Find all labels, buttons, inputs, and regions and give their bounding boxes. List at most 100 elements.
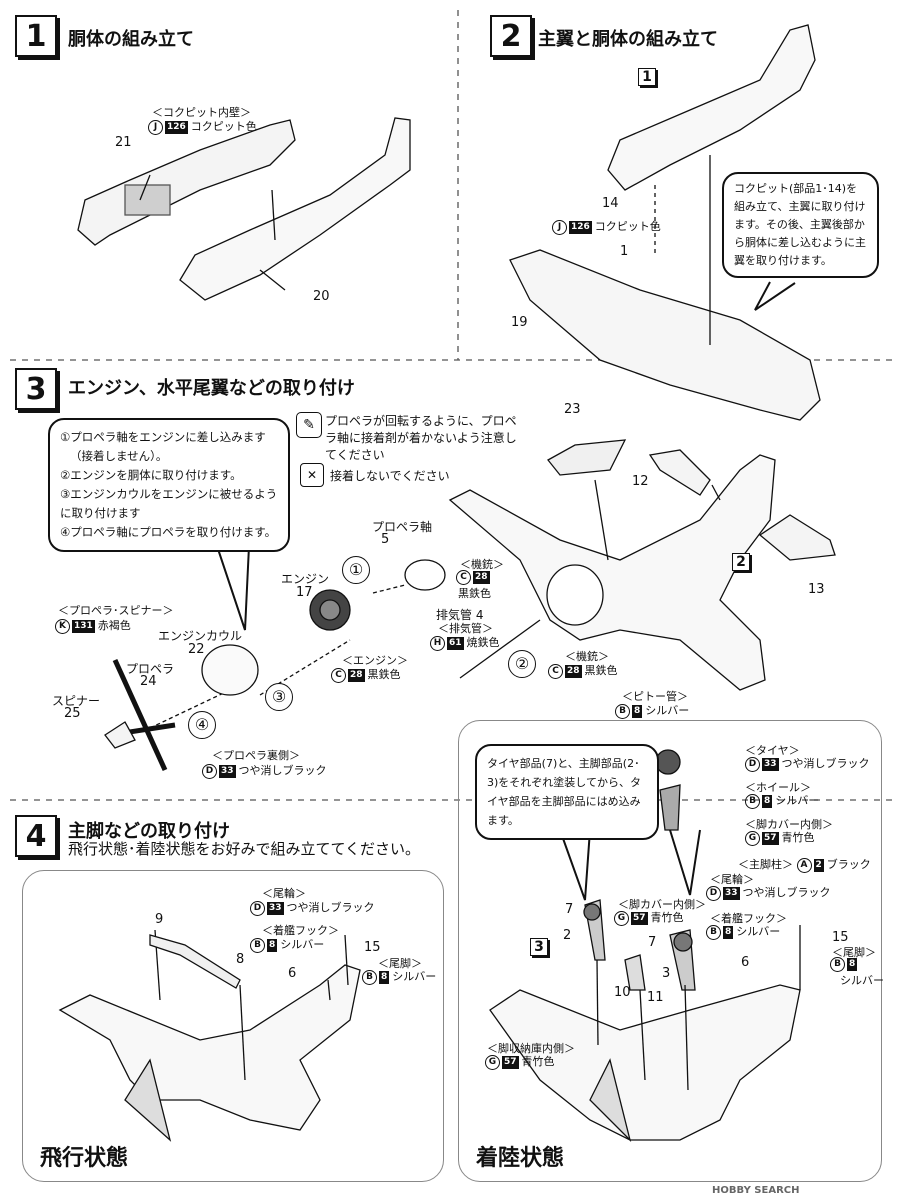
landing-caption: 着陸状態	[476, 1146, 565, 1171]
propeller-label: プロペラ	[126, 662, 175, 676]
engine-color-label: ＜エンジン＞	[342, 654, 408, 667]
engine-label: エンジン	[281, 572, 330, 586]
landing-part-7b: 7	[648, 935, 657, 950]
color-letter: C	[456, 570, 471, 585]
color-letter: J	[148, 119, 163, 135]
step3-number: 3	[15, 368, 57, 410]
color-code: 33	[762, 757, 779, 771]
color-code: 33	[723, 886, 740, 900]
landing-part-2: 2	[563, 928, 572, 943]
color-letter: J	[552, 219, 567, 235]
substep-4-marker: ④	[188, 711, 216, 739]
instruction-3: ③エンジンカウルをエンジンに被せるように取り付けます	[60, 487, 278, 520]
color-name: つや消しブラック	[286, 901, 375, 914]
color-name: シルバー	[280, 938, 325, 951]
part-24-label: 24	[140, 674, 157, 689]
color-letter: C	[331, 667, 346, 683]
flying-panel	[22, 870, 444, 1182]
color-letter: B	[830, 957, 845, 972]
landing-part-10: 10	[614, 985, 631, 1000]
step4-subtitle: 飛行状態･着陸状態をお好みで組み立ててください。	[68, 840, 421, 858]
wheel-label: ＜ホイール＞	[745, 781, 811, 794]
no-glue-icon: ✕	[300, 463, 324, 487]
color-letter: B	[745, 793, 760, 809]
substep-2-marker: ②	[508, 650, 536, 678]
step3-no-glue: 接着しないでください	[330, 469, 450, 483]
color-name: つや消しブラック	[238, 764, 327, 777]
gun-color-label: ＜機銃＞	[460, 558, 504, 571]
color-letter: B	[706, 924, 721, 940]
color-code: 8	[723, 925, 734, 939]
step3-glue-note: プロペラが回転するように、プロペラ軸に接着剤が着かないよう注意してください	[325, 414, 517, 462]
color-letter: K	[55, 618, 70, 634]
step3-ref-box: 2	[732, 553, 750, 571]
color-letter: B	[250, 937, 265, 953]
part-12-label: 12	[632, 474, 649, 489]
color-code: 126	[165, 120, 188, 134]
color-letter: D	[745, 756, 760, 772]
color-letter: H	[430, 635, 445, 651]
color-name: 青竹色	[781, 831, 815, 844]
color-name: 焼鉄色	[466, 636, 500, 649]
landing-part-6: 6	[741, 955, 750, 970]
color-letter: D	[202, 763, 217, 779]
cowl-label: エンジンカウル	[158, 629, 243, 643]
substep-3-marker: ③	[265, 683, 293, 711]
part-14-label: 14	[602, 196, 619, 211]
color-name: 赤褐色	[97, 619, 131, 632]
flying-part-15: 15	[364, 940, 381, 955]
landing-panel	[458, 720, 882, 1182]
part-20-label: 20	[313, 289, 330, 304]
instruction-1: ①プロペラ軸をエンジンに差し込みます	[60, 430, 266, 444]
step1-cockpit-wall-label: ＜コクピット内壁＞	[152, 106, 251, 119]
landing-part-7a: 7	[565, 902, 574, 917]
landing-part-3: 3	[662, 966, 671, 981]
color-name: 青竹色	[650, 911, 684, 924]
color-name: 青竹色	[521, 1055, 555, 1068]
gun2-color-label: ＜機銃＞	[565, 650, 609, 663]
color-code: 28	[348, 668, 365, 682]
color-code: 57	[762, 831, 779, 845]
exhaust-color-label: ＜排気管＞	[438, 622, 493, 635]
color-code: 8	[762, 794, 773, 808]
color-code: 33	[267, 901, 284, 915]
color-letter: B	[362, 969, 377, 985]
step3-title: エンジン、水平尾翼などの取り付け	[68, 378, 355, 399]
strut-label: ＜主脚柱＞	[738, 858, 793, 871]
landing-part-11: 11	[647, 990, 664, 1005]
color-name: つや消しブラック	[742, 886, 831, 899]
color-name: つや消しブラック	[781, 757, 870, 770]
exhaust-label: 排気管 4	[436, 606, 483, 623]
color-code: 8	[379, 970, 390, 984]
part-19-label: 19	[511, 315, 528, 330]
color-code: 131	[72, 619, 95, 633]
landing-tail-leg-color-name: シルバー	[840, 974, 884, 987]
color-code: 28	[565, 664, 582, 678]
flying-part-9: 9	[155, 912, 164, 927]
landing-tail-leg-label: ＜尾脚＞	[832, 946, 876, 959]
color-code: 28	[473, 571, 490, 584]
prop-shaft-label: プロペラ軸	[372, 520, 433, 534]
color-letter: D	[706, 885, 721, 901]
landing-part-15: 15	[832, 930, 849, 945]
step2-ref-box: 1	[638, 68, 656, 86]
spinner-color-label: ＜プロペラ･スピナー＞	[58, 604, 174, 617]
color-name: シルバー	[736, 925, 781, 938]
color-code: 8	[847, 958, 858, 971]
landing-hook-label: ＜着艦フック＞	[710, 912, 787, 925]
step4-number: 4	[15, 815, 57, 857]
